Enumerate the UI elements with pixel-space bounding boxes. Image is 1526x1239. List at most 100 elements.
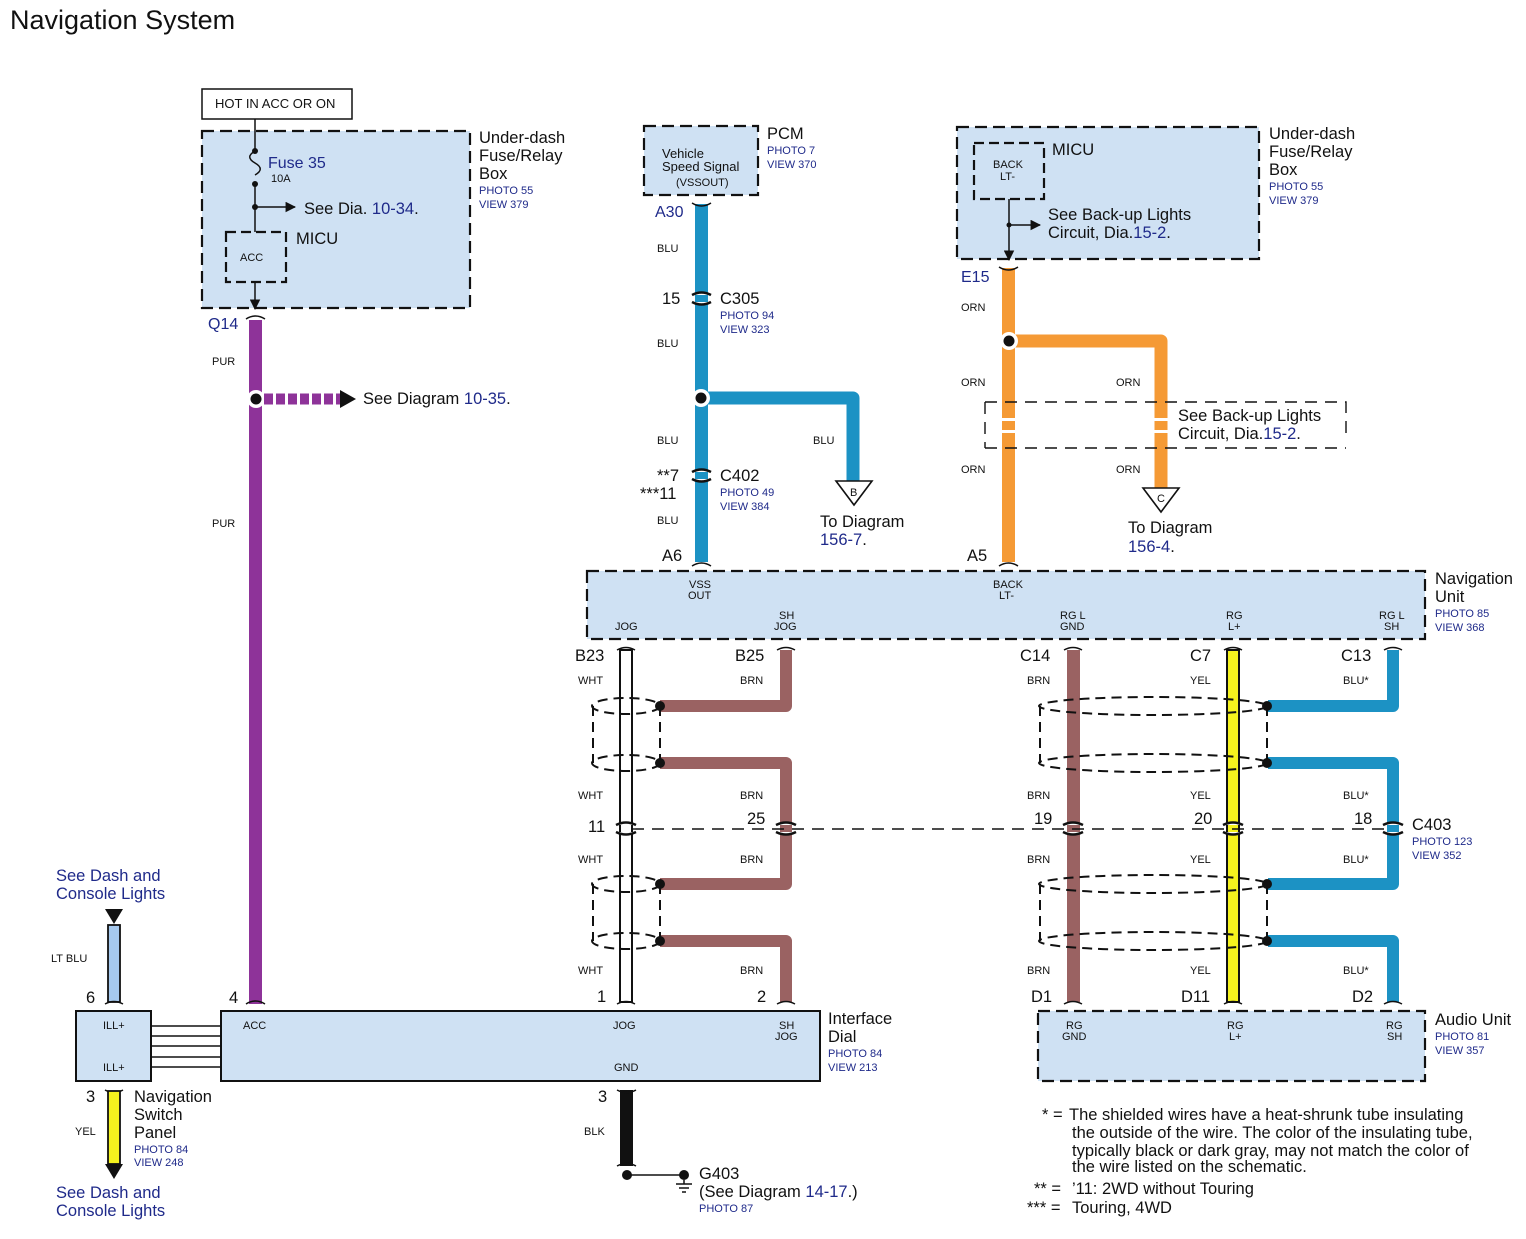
photo-link[interactable]: PHOTO 84 <box>828 1048 882 1060</box>
wire-blu-shield[interactable] <box>1268 757 1399 890</box>
audio-unit-box[interactable] <box>1036 1009 1427 1083</box>
wire-color-label: BLU* <box>1343 854 1369 866</box>
wire-brn-rg-gnd[interactable] <box>1067 650 1080 1002</box>
wire-color-label: BRN <box>1027 965 1050 977</box>
interface-dial[interactable]: ACC JOG SH JOG GND Interface Dial PHOTO … <box>220 989 892 1082</box>
see-backup-15-2-link[interactable]: Circuit, Dia.15-2. <box>1048 224 1171 242</box>
photo-link[interactable]: PHOTO 87 <box>699 1203 753 1215</box>
wire-lt-blu[interactable] <box>107 924 121 1003</box>
photo-link[interactable]: PHOTO 7 <box>767 145 815 157</box>
micu-pin-line: BACK <box>993 159 1024 171</box>
pin-label: ILL+ <box>103 1062 125 1074</box>
view-link[interactable]: VIEW 368 <box>1435 622 1485 634</box>
see-dash-console-lights-link[interactable]: Console Lights <box>56 885 165 903</box>
box-name-line: Box <box>479 165 508 183</box>
terminal-d11: D11 <box>1181 988 1210 1006</box>
wire-blu-vss[interactable] <box>695 204 708 562</box>
switch-panel-box[interactable] <box>75 1010 152 1082</box>
wire-pur[interactable] <box>249 320 262 1004</box>
photo-link[interactable]: PHOTO 81 <box>1435 1031 1489 1043</box>
wire-orn[interactable] <box>1002 268 1015 562</box>
audio-unit[interactable]: RG GND RG L+ RG SH Audio Unit PHOTO 81 V… <box>1036 1009 1512 1083</box>
pin-label: SH <box>1387 1031 1402 1043</box>
photo-link[interactable]: PHOTO 94 <box>720 310 774 322</box>
rg-harness: BRN BRN BRN BRN YEL YEL YEL YEL BLU* BLU… <box>1027 649 1399 1006</box>
view-link[interactable]: VIEW 384 <box>720 501 770 513</box>
view-link[interactable]: VIEW 370 <box>767 159 817 171</box>
pcm-box[interactable] <box>642 124 760 197</box>
wire-blu-shield[interactable] <box>1268 650 1399 712</box>
off-page-connector-b-icon[interactable] <box>834 480 874 507</box>
see-diagram-14-17-link[interactable]: (See Diagram 14-17.) <box>699 1183 858 1201</box>
wire-color-label: ORN <box>1116 464 1141 476</box>
micu-backlt-box <box>972 141 1046 201</box>
wire-color-label: YEL <box>1190 854 1211 866</box>
micu-label-left: MICU <box>296 230 338 248</box>
pin-label: RG <box>1066 1020 1083 1032</box>
view-link[interactable]: VIEW 357 <box>1435 1045 1485 1057</box>
pin-label: RG <box>1386 1020 1403 1032</box>
pcm-signal-line: Vehicle <box>662 146 704 161</box>
view-link[interactable]: VIEW 352 <box>1412 850 1462 862</box>
see-dash-console-lights-link[interactable]: Console Lights <box>56 1202 165 1220</box>
to-diagram-156-7-link[interactable]: 156-7. <box>820 531 867 549</box>
wire-color-label: YEL <box>1190 675 1211 687</box>
fuse-name[interactable]: Fuse 35 <box>268 155 326 172</box>
pin-label: L+ <box>1229 1031 1242 1043</box>
wire-brn-shield[interactable] <box>660 650 792 712</box>
to-diagram-156-4-link[interactable]: 156-4. <box>1128 538 1175 556</box>
wire-blk[interactable] <box>620 1090 633 1166</box>
c403-pin-symbol <box>1382 821 1404 836</box>
micu-acc-box <box>224 230 288 284</box>
shield-drain-node <box>1262 936 1272 946</box>
pin-label: LT- <box>999 590 1014 602</box>
wire-brn-shield[interactable] <box>660 757 792 890</box>
interface-dial-box[interactable] <box>220 1010 821 1082</box>
component-name: Navigation <box>134 1088 212 1106</box>
wire-yel[interactable] <box>107 1090 121 1165</box>
hot-label: HOT IN ACC OR ON <box>215 96 335 111</box>
see-dash-console-lights-link[interactable]: See Dash and <box>56 1184 161 1202</box>
view-link[interactable]: VIEW 323 <box>720 324 770 336</box>
note-line: The shielded wires have a heat-shrunk tu… <box>1069 1106 1463 1124</box>
photo-link[interactable]: PHOTO 85 <box>1435 608 1489 620</box>
c403-pin-symbol <box>615 821 637 836</box>
wire-color-label: BRN <box>740 790 763 802</box>
shield-drain-node <box>655 758 665 768</box>
see-diagram-10-35-link[interactable]: See Diagram 10-35. <box>363 390 511 408</box>
wire-blu-branch[interactable] <box>701 391 860 482</box>
photo-link[interactable]: PHOTO 55 <box>479 185 533 197</box>
navigation-switch-panel[interactable]: See Dash and Console Lights LT BLU 6 ILL… <box>51 867 221 1220</box>
connector-cap <box>776 646 796 651</box>
wire-blu-shield[interactable] <box>1268 935 1399 1002</box>
photo-link[interactable]: PHOTO 55 <box>1269 181 1323 193</box>
view-link[interactable]: VIEW 213 <box>828 1062 878 1074</box>
c305-name: C305 <box>720 290 759 308</box>
wire-color-label: BRN <box>740 854 763 866</box>
navigation-unit-box[interactable] <box>585 569 1427 641</box>
terminal-2: 2 <box>757 988 766 1006</box>
navigation-unit[interactable]: VSS OUT BACK LT- JOG SH JOG RG L GND RG … <box>585 569 1513 641</box>
see-dash-console-lights-link[interactable]: See Dash and <box>56 867 161 885</box>
photo-link[interactable]: PHOTO 123 <box>1412 836 1472 848</box>
connector-c403[interactable]: C403 PHOTO 123 VIEW 352 <box>615 816 1472 862</box>
photo-link[interactable]: PHOTO 49 <box>720 487 774 499</box>
wire-yel-rg-l[interactable] <box>1226 649 1240 1003</box>
see-backup-15-2-link[interactable]: Circuit, Dia.15-2. <box>1178 425 1301 443</box>
terminal-6: 6 <box>86 989 95 1007</box>
view-link[interactable]: VIEW 248 <box>134 1157 184 1169</box>
component-name: Interface <box>828 1010 892 1028</box>
connector-cap <box>616 1089 637 1094</box>
connector-cap <box>104 1000 124 1005</box>
terminal-4: 4 <box>229 989 238 1007</box>
off-page-connector-c-icon[interactable] <box>1141 487 1181 514</box>
pin-label: JOG <box>615 621 638 633</box>
photo-link[interactable]: PHOTO 84 <box>134 1144 188 1156</box>
wire-brn-shield[interactable] <box>660 935 792 1002</box>
wire-orn-branch[interactable] <box>1009 334 1168 488</box>
view-link[interactable]: VIEW 379 <box>1269 195 1319 207</box>
pin-label: BACK <box>993 579 1024 591</box>
pin-label: ILL+ <box>103 1020 125 1032</box>
see-dia-10-34-link[interactable]: See Dia. 10-34. <box>304 200 419 218</box>
view-link[interactable]: VIEW 379 <box>479 199 529 211</box>
